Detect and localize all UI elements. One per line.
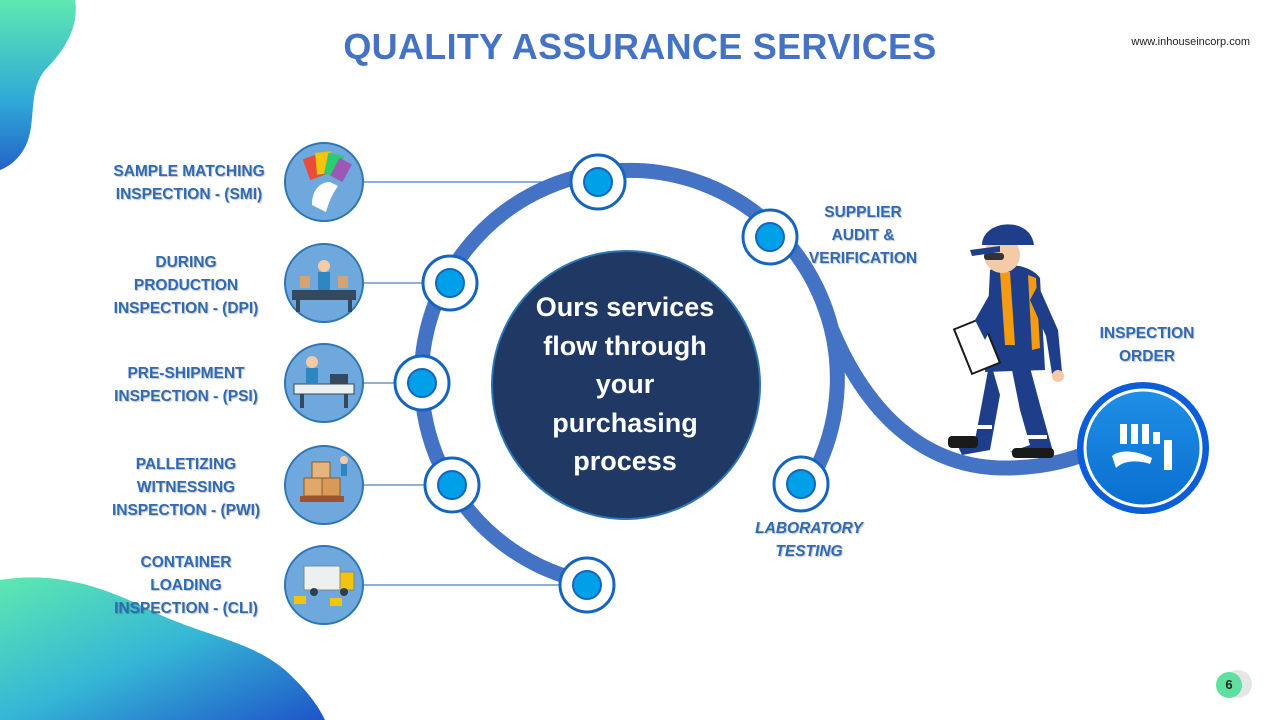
center-text-line: flow through <box>543 330 707 361</box>
label-supplier-audit: SUPPLIER AUDIT & VERIFICATION <box>800 201 926 270</box>
color-swatch-icon <box>284 142 364 222</box>
node-supplier <box>741 208 799 266</box>
node-psi <box>393 354 451 412</box>
hand-logo-icon <box>1112 424 1172 470</box>
ring-nodes <box>393 153 830 614</box>
decor-blob-top <box>0 0 76 170</box>
label-line: PRE-SHIPMENT <box>127 365 245 382</box>
center-text: Ours services flow through your purchasi… <box>492 288 758 481</box>
decor-blob-bottom <box>0 577 325 720</box>
label-line: TESTING <box>775 543 843 560</box>
label-line: INSPECTION - (DPI) <box>113 300 259 317</box>
label-dpi: DURING PRODUCTION INSPECTION - (DPI) <box>96 251 276 320</box>
label-laboratory-testing: LABORATORY TESTING <box>748 517 870 563</box>
website-url[interactable]: www.inhouseincorp.com <box>1131 36 1250 48</box>
page-title: QUALITY ASSURANCE SERVICES <box>343 26 937 67</box>
label-line: WITNESSING <box>136 479 236 496</box>
label-line: LOADING <box>150 577 222 594</box>
node-lab <box>772 455 830 513</box>
label-pwi: PALLETIZING WITNESSING INSPECTION - (PWI… <box>96 453 276 522</box>
node-pwi <box>423 456 481 514</box>
inspection-order-disc <box>1077 382 1209 514</box>
center-text-line: your <box>595 369 655 399</box>
service-icons <box>284 142 364 625</box>
conveyor-inspection-icon <box>284 343 364 423</box>
label-inspection-order: INSPECTION ORDER <box>1090 322 1204 368</box>
inspector-figure-icon <box>948 224 1064 458</box>
label-line: CONTAINER <box>140 554 232 571</box>
center-text-line: purchasing <box>552 407 698 438</box>
truck-loading-icon <box>284 545 364 625</box>
flow-tail <box>825 327 1093 476</box>
label-psi: PRE-SHIPMENT INSPECTION - (PSI) <box>96 362 276 408</box>
label-smi: SAMPLE MATCHING INSPECTION - (SMI) <box>96 160 282 206</box>
node-dpi <box>421 254 479 312</box>
label-line: VERIFICATION <box>808 250 918 267</box>
pallet-boxes-icon <box>284 445 364 525</box>
label-line: INSPECTION - (PWI) <box>111 502 261 519</box>
label-line: INSPECTION <box>1099 325 1195 342</box>
center-text-line: Ours services <box>535 292 715 322</box>
production-line-icon <box>284 243 364 323</box>
node-cli <box>558 556 616 614</box>
label-line: DURING <box>155 254 217 271</box>
label-line: INSPECTION - (SMI) <box>115 186 263 203</box>
label-line: PRODUCTION <box>133 277 239 294</box>
center-text-line: process <box>573 446 677 476</box>
label-cli: CONTAINER LOADING INSPECTION - (CLI) <box>96 551 276 620</box>
label-line: LABORATORY <box>755 520 863 537</box>
node-smi <box>569 153 627 211</box>
label-line: INSPECTION - (CLI) <box>114 600 258 617</box>
label-line: SUPPLIER <box>824 204 902 221</box>
label-line: INSPECTION - (PSI) <box>114 388 258 405</box>
label-line: ORDER <box>1119 348 1175 365</box>
label-line: PALLETIZING <box>135 456 237 473</box>
center-disc <box>491 250 761 520</box>
label-line: SAMPLE MATCHING <box>113 163 265 180</box>
page-number: 6 <box>1216 672 1242 698</box>
label-line: AUDIT & <box>831 227 895 244</box>
